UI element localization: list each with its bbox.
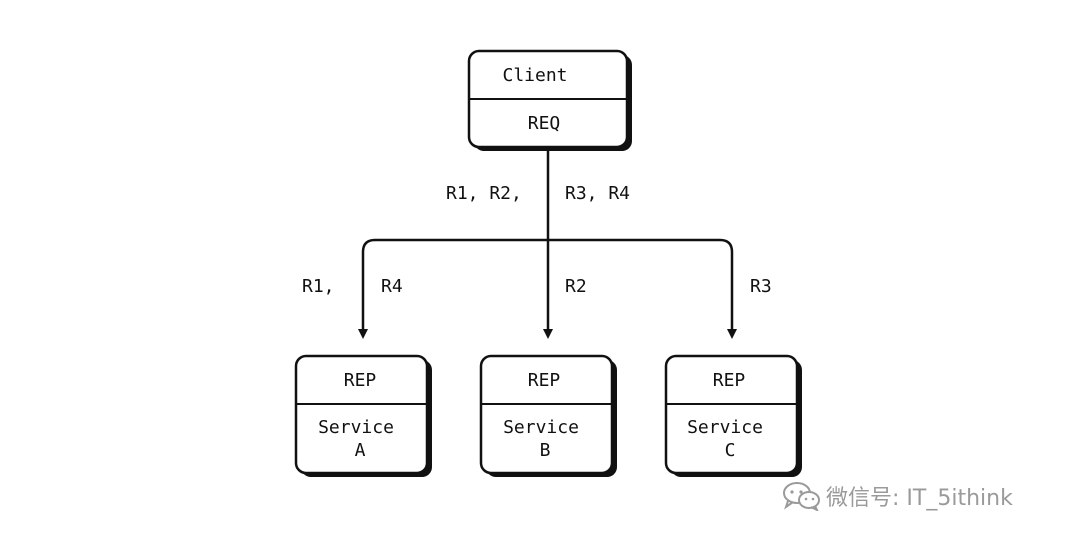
client-node: Client REQ — [467, 49, 632, 151]
service-c-name-line1: Service — [687, 417, 763, 438]
watermark: 微信号: IT_5ithink — [782, 478, 1013, 514]
service-a-node: REP Service A — [294, 354, 432, 477]
client-title: Client — [502, 65, 567, 86]
connectors — [358, 147, 737, 339]
service-b-name-line2: B — [540, 440, 551, 461]
client-socket-label: REQ — [528, 113, 561, 134]
service-c-box — [664, 354, 799, 475]
connector-to-service-c — [548, 238, 737, 339]
service-b-box — [479, 354, 614, 475]
edge-label-branch-a-left: R1, — [302, 276, 335, 297]
service-a-name-line2: A — [355, 440, 366, 461]
watermark-text: 微信号: IT_5ithink — [826, 486, 1013, 511]
service-c-node: REP Service C — [664, 354, 802, 477]
connector-to-service-a — [358, 238, 548, 339]
service-c-name-line2: C — [725, 440, 736, 461]
service-a-socket-label: REP — [344, 370, 377, 391]
edge-label-branch-b: R2 — [565, 276, 587, 297]
service-c-socket-label: REP — [713, 370, 746, 391]
service-a-name-line1: Service — [318, 417, 394, 438]
edge-label-branch-c: R3 — [750, 276, 772, 297]
edge-label-top-right: R3, R4 — [565, 183, 630, 204]
service-b-node: REP Service B — [479, 354, 617, 477]
wechat-icon — [783, 482, 820, 511]
service-b-name-line1: Service — [503, 417, 579, 438]
service-a-box — [294, 354, 429, 475]
service-b-socket-label: REP — [528, 370, 561, 391]
edge-label-top-left: R1, R2, — [446, 183, 522, 204]
edge-label-branch-a-right: R4 — [381, 276, 403, 297]
